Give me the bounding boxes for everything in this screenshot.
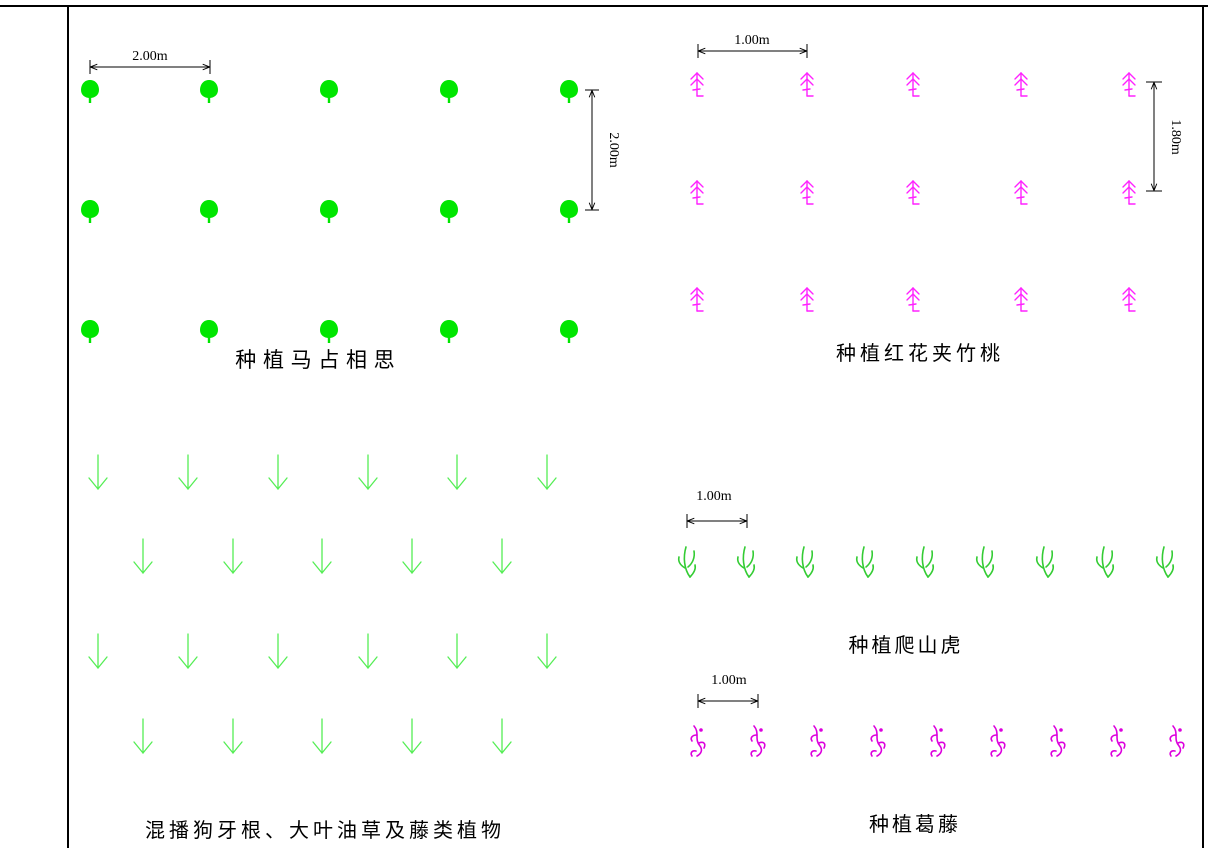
tree-icon xyxy=(200,200,218,223)
tree-icon xyxy=(320,200,338,223)
shrub-icon xyxy=(1014,287,1028,312)
tree-icon xyxy=(440,320,458,343)
shrub-icon xyxy=(690,180,704,205)
creeper-icon xyxy=(795,546,815,578)
shrub-icon xyxy=(690,287,704,312)
grass-arrow-icon xyxy=(402,538,422,575)
kudzu-icon xyxy=(1110,725,1126,757)
kudzu-icon xyxy=(990,725,1006,757)
shrub-icon xyxy=(800,287,814,312)
creeper-icon xyxy=(1095,546,1115,578)
grass-mix-planting-panel: 混播狗牙根、大叶油草及藤类植物 xyxy=(88,454,557,842)
tree-icon xyxy=(560,320,578,343)
creeper-panel-title: 种植爬山虎 xyxy=(849,633,964,657)
grass-arrow-icon xyxy=(133,538,153,575)
grass-arrow-icon xyxy=(268,454,288,491)
kudzu-panel-title: 种植葛藤 xyxy=(869,812,961,836)
kudzu-planting-panel: 1.00m 种植葛藤 xyxy=(690,673,1185,836)
tree-icon xyxy=(200,320,218,343)
oleander-shrub-grid xyxy=(690,72,1136,312)
acacia-horizontal-dimension: 2.00m xyxy=(89,49,211,74)
tree-icon xyxy=(560,200,578,223)
grass-arrow-icon xyxy=(492,718,512,755)
kudzu-icon xyxy=(1169,725,1185,757)
tree-icon xyxy=(81,320,99,343)
oleander-vertical-spacing-label: 1.80m xyxy=(1168,119,1183,155)
grass-arrow-icon xyxy=(312,718,332,755)
shrub-icon xyxy=(800,72,814,97)
creeper-row xyxy=(677,546,1175,578)
kudzu-icon xyxy=(870,725,886,757)
grass-arrow-icon xyxy=(402,718,422,755)
creeper-icon xyxy=(736,546,756,578)
tree-icon xyxy=(320,80,338,103)
tree-icon xyxy=(200,80,218,103)
tree-icon xyxy=(440,200,458,223)
shrub-icon xyxy=(906,72,920,97)
grass-arrow-icon xyxy=(178,454,198,491)
shrub-icon xyxy=(1122,180,1136,205)
creeper-icon xyxy=(855,546,875,578)
oleander-vertical-dimension: 1.80m xyxy=(1146,81,1183,192)
shrub-icon xyxy=(1122,287,1136,312)
drawing-frame xyxy=(0,5,1208,848)
oleander-horizontal-dimension: 1.00m xyxy=(697,33,808,58)
shrub-icon xyxy=(690,72,704,97)
grass-arrow-icon xyxy=(358,633,378,670)
tree-icon xyxy=(81,200,99,223)
grass-arrow-icon xyxy=(537,633,557,670)
acacia-vertical-spacing-label: 2.00m xyxy=(606,132,621,168)
oleander-planting-panel: 1.00m 1.80m 种植红花夹竹桃 xyxy=(690,33,1183,365)
creeper-horizontal-dimension: 1.00m xyxy=(686,489,748,528)
creeper-horizontal-spacing-label: 1.00m xyxy=(696,489,732,504)
kudzu-icon xyxy=(930,725,946,757)
shrub-icon xyxy=(1014,180,1028,205)
grass-arrow-icon xyxy=(312,538,332,575)
grass-arrow-icon xyxy=(178,633,198,670)
grass-mix-panel-title: 混播狗牙根、大叶油草及藤类植物 xyxy=(145,818,505,842)
creeper-icon xyxy=(1155,546,1175,578)
shrub-icon xyxy=(1014,72,1028,97)
creeper-icon xyxy=(1035,546,1055,578)
shrub-icon xyxy=(800,180,814,205)
grass-arrow-icon xyxy=(88,633,108,670)
kudzu-icon xyxy=(1050,725,1066,757)
kudzu-icon xyxy=(810,725,826,757)
tree-icon xyxy=(81,80,99,103)
tree-icon xyxy=(560,80,578,103)
grass-arrow-icon xyxy=(447,454,467,491)
grass-arrow-icon xyxy=(268,633,288,670)
tree-icon xyxy=(320,320,338,343)
shrub-icon xyxy=(906,180,920,205)
kudzu-horizontal-dimension: 1.00m xyxy=(697,673,759,708)
tree-icon xyxy=(440,80,458,103)
creeper-planting-panel: 1.00m 种植爬山虎 xyxy=(677,489,1175,657)
acacia-tree-grid xyxy=(81,80,578,343)
creeper-icon xyxy=(975,546,995,578)
acacia-horizontal-spacing-label: 2.00m xyxy=(132,49,168,64)
creeper-icon xyxy=(915,546,935,578)
acacia-planting-panel: 2.00m 2.00m 种 植 马 占 相 思 xyxy=(81,49,621,372)
grass-arrow-icon xyxy=(223,538,243,575)
kudzu-row xyxy=(690,725,1185,757)
kudzu-icon xyxy=(690,725,706,757)
grass-arrow-icon xyxy=(223,718,243,755)
grass-arrow-icon xyxy=(492,538,512,575)
grass-arrow-icon xyxy=(88,454,108,491)
acacia-panel-title: 种 植 马 占 相 思 xyxy=(235,348,394,372)
shrub-icon xyxy=(1122,72,1136,97)
grass-arrow-grid xyxy=(88,454,557,755)
creeper-icon xyxy=(677,546,697,578)
grass-arrow-icon xyxy=(537,454,557,491)
oleander-panel-title: 种植红花夹竹桃 xyxy=(836,341,1004,365)
oleander-horizontal-spacing-label: 1.00m xyxy=(734,33,770,48)
shrub-icon xyxy=(906,287,920,312)
kudzu-icon xyxy=(750,725,766,757)
kudzu-horizontal-spacing-label: 1.00m xyxy=(711,673,747,688)
grass-arrow-icon xyxy=(447,633,467,670)
grass-arrow-icon xyxy=(133,718,153,755)
grass-arrow-icon xyxy=(358,454,378,491)
acacia-vertical-dimension: 2.00m xyxy=(585,89,621,211)
